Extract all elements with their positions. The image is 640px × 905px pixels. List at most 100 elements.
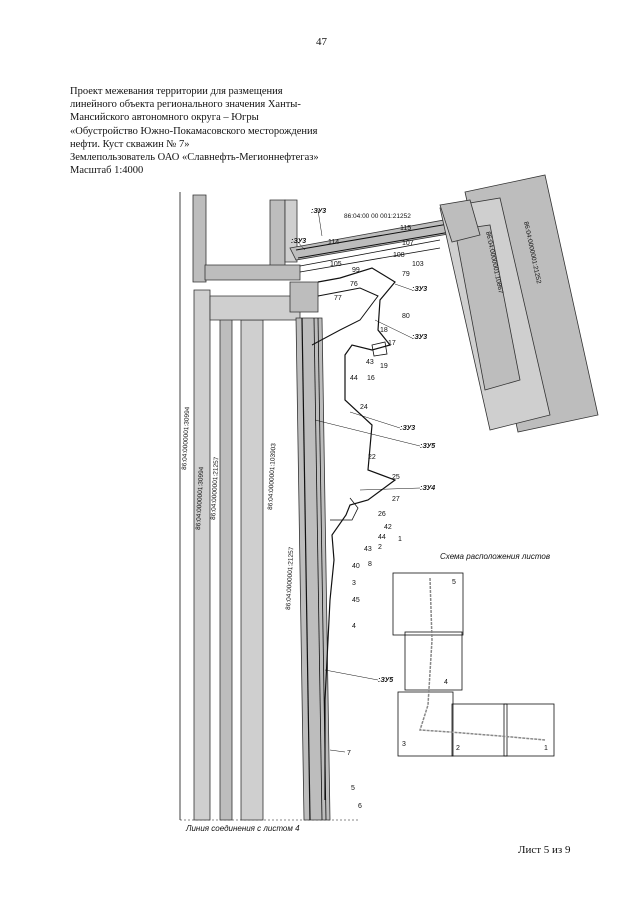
- well-pad-core: [454, 224, 521, 391]
- scheme-sheet-box: [404, 631, 463, 691]
- parcel-label: :ЗУ3: [311, 208, 326, 215]
- point-label: 5: [351, 785, 355, 792]
- point-label: 107: [402, 240, 414, 247]
- point-label: 40: [352, 563, 360, 570]
- scheme-sheet-box: [503, 703, 555, 757]
- point-label: 108: [393, 252, 405, 259]
- small-parcel: [371, 341, 388, 357]
- leader-line: [329, 749, 346, 753]
- point-label: 80: [402, 313, 410, 320]
- title-line: линейного объекта регионального значения…: [70, 99, 301, 111]
- leader-line: [317, 209, 323, 237]
- parcel-label: :ЗУ5: [378, 677, 393, 684]
- scheme-sheet-box: [451, 703, 508, 757]
- scheme-sheet-box: [397, 691, 454, 757]
- parcel-label: :ЗУ5: [420, 443, 435, 450]
- parcel-label: :ЗУ3: [291, 238, 306, 245]
- road-band: [209, 295, 301, 321]
- point-label: 4: [352, 623, 356, 630]
- parcel-boundary-line: [311, 287, 379, 346]
- parcel-strip: [219, 299, 233, 821]
- title-line: Проект межевания территории для размещен…: [70, 86, 283, 97]
- scheme-route-line: [418, 577, 546, 741]
- point-label: 114: [328, 239, 339, 246]
- scale-line: Масштаб 1:4000: [70, 165, 144, 177]
- parcel-boundary-line: [330, 497, 359, 521]
- parcel-strip: [192, 194, 207, 283]
- title-line: «Обустройство Южно-Покамасовского местор…: [70, 125, 318, 137]
- leader-line: [295, 239, 306, 251]
- point-label: 16: [367, 375, 375, 382]
- point-label: 43: [364, 546, 372, 553]
- parcel-label: :ЗУ3: [412, 334, 427, 341]
- land-user-line: Землепользователь ОАО «Славнефть-Мегионн…: [70, 152, 319, 164]
- parcel-boundary-line: [317, 267, 397, 800]
- parcel-strip: [193, 289, 211, 821]
- pipeline-line: [299, 247, 441, 273]
- parcel-strip: [284, 199, 298, 263]
- point-label: 77: [334, 295, 342, 302]
- scheme-sheet-number: 4: [444, 679, 448, 686]
- parcel-label: :ЗУ3: [400, 425, 415, 432]
- point-label: 76: [350, 281, 358, 288]
- point-label: 6: [358, 803, 362, 810]
- point-label: 99: [352, 267, 360, 274]
- parcel-strip: [269, 199, 286, 269]
- scheme-sheet-number: 3: [402, 741, 406, 748]
- title-line: Мансийского автономного округа – Югры: [70, 112, 259, 124]
- cadastral-label: 86:04:0000001:21257: [285, 546, 295, 610]
- parcel-strip: [240, 319, 264, 821]
- point-label: 43: [366, 359, 374, 366]
- pipeline-line: [299, 239, 441, 267]
- point-label: 115: [400, 225, 411, 232]
- pipeline-line: [295, 221, 461, 251]
- point-label: 1: [398, 536, 402, 543]
- cadastral-label: 86:04:0000001:30994: [195, 466, 205, 530]
- point-label: 44: [378, 534, 386, 541]
- pipeline-line: [297, 229, 463, 259]
- point-label: 24: [360, 404, 368, 411]
- point-label: 22: [368, 454, 376, 461]
- corridor-line: [301, 317, 311, 821]
- scheme-sheet-number: 5: [452, 579, 456, 586]
- corridor-line: [313, 317, 323, 821]
- leader-line: [349, 411, 401, 429]
- point-label: 19: [380, 363, 388, 370]
- cadastral-label: 86:04:0000001:21257: [210, 456, 220, 520]
- sheet-scheme-title: Схема расположения листов: [440, 552, 551, 561]
- cadastral-label: 86:04:0000001:103903: [267, 443, 278, 511]
- junction-parcel: [289, 281, 319, 313]
- road-band: [204, 264, 301, 281]
- parcel-label: :ЗУ4: [420, 485, 435, 492]
- page-number: 47: [316, 36, 327, 48]
- connection-line-caption: Линия соединения с листом 4: [186, 824, 300, 833]
- title-line: нефти. Куст скважин № 7»: [70, 138, 190, 150]
- leader-line: [359, 487, 421, 491]
- pad-access: [439, 199, 481, 243]
- point-label: 25: [392, 474, 400, 481]
- point-label: 3: [352, 580, 356, 587]
- scheme-sheet-number: 2: [456, 745, 460, 752]
- point-label: 26: [378, 511, 386, 518]
- point-label: 8: [368, 561, 372, 568]
- point-label: 103: [412, 261, 424, 268]
- parcel-label: :ЗУ3: [412, 286, 427, 293]
- scheme-sheet-number: 1: [544, 745, 548, 752]
- point-label: 105: [330, 261, 342, 268]
- point-label: 79: [402, 271, 410, 278]
- leader-line: [314, 419, 421, 447]
- leader-line: [374, 319, 413, 339]
- point-label: 18: [380, 327, 388, 334]
- cadastral-label: 86:04:0000001:30994: [181, 406, 191, 470]
- point-label: 17: [388, 340, 396, 347]
- cadastral-label: 86:04:00 00 001:21252: [344, 213, 411, 220]
- point-label: 44: [350, 375, 358, 382]
- point-label: 45: [352, 597, 360, 604]
- sheet-footer: Лист 5 из 9: [518, 844, 571, 856]
- scheme-sheet-box: [392, 572, 464, 636]
- point-label: 2: [378, 544, 382, 551]
- point-label: 27: [392, 496, 400, 503]
- point-label: 42: [384, 524, 392, 531]
- leader-line: [394, 283, 413, 291]
